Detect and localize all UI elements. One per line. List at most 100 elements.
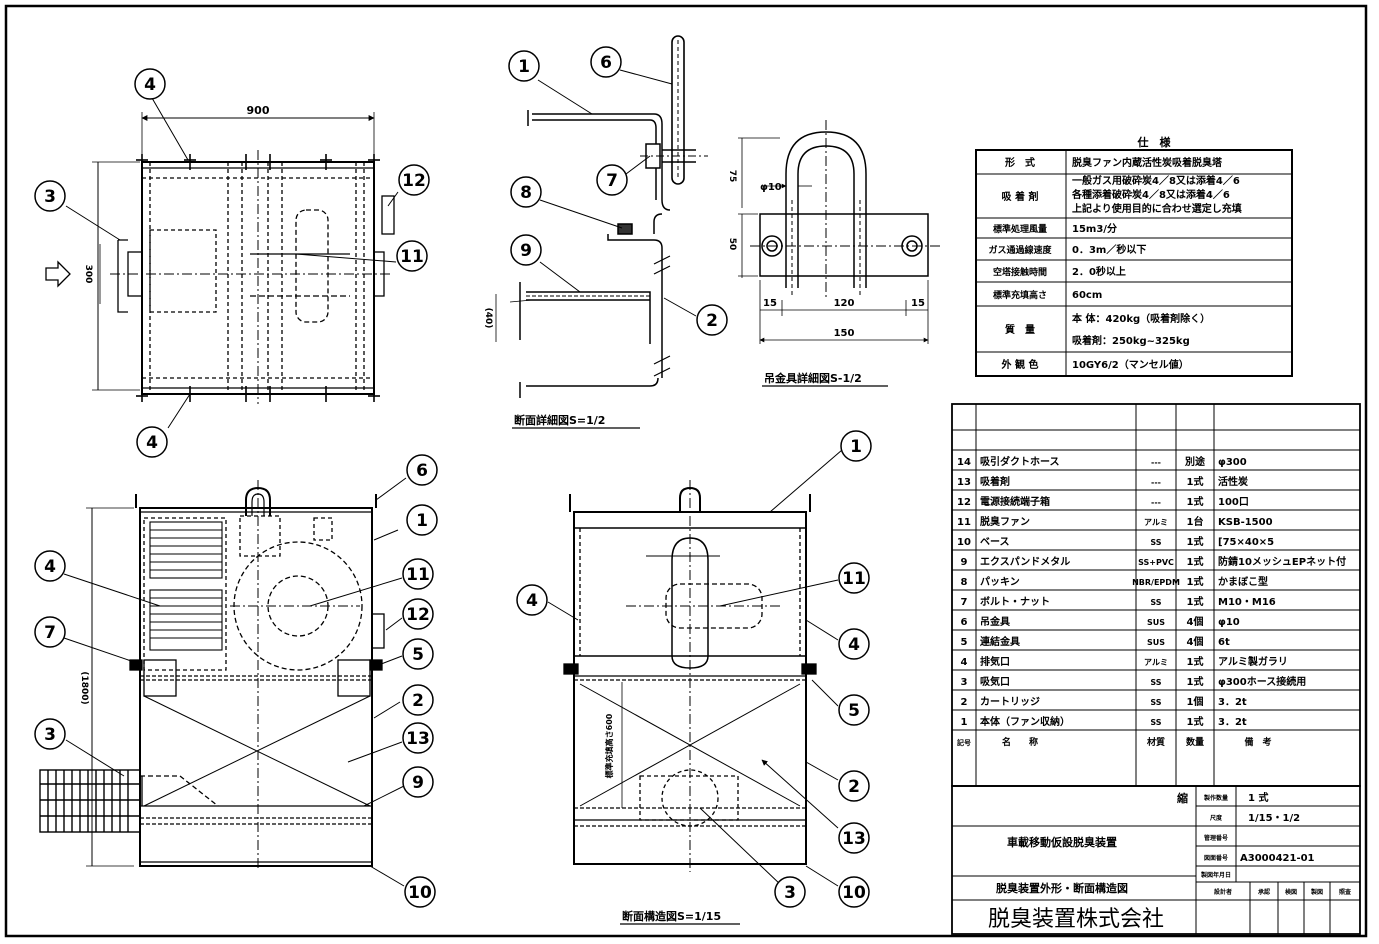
parts-cell-mat: SS+PVC	[1138, 558, 1174, 567]
svg-text:2: 2	[706, 311, 718, 331]
parts-cell-no: 3	[961, 677, 968, 688]
svg-text:1: 1	[518, 57, 530, 77]
parts-cell-no: 9	[961, 557, 968, 568]
svg-text:13: 13	[406, 729, 430, 749]
parts-cell-note: M10・M16	[1218, 597, 1276, 608]
parts-cell-mat: アルミ	[1144, 518, 1168, 527]
spec-value-velocity: 0．3m／秒以下	[1072, 243, 1146, 256]
balloon-6-front: 6	[406, 454, 438, 486]
spec-label-velocity: ガス通過線速度	[988, 244, 1052, 256]
svg-text:11: 11	[842, 569, 866, 589]
svg-text:4: 4	[44, 557, 56, 577]
parts-cell-no: 11	[957, 517, 971, 528]
parts-cell-name: 吸気口	[980, 675, 1010, 688]
balloon-8-detail: 8	[510, 176, 542, 208]
balloon-5-section: 5	[838, 694, 870, 726]
parts-cell-qty: 4個	[1187, 635, 1204, 648]
dim-15b: 15	[911, 298, 925, 309]
svg-text:13: 13	[842, 829, 866, 849]
parts-cell-no: 2	[961, 697, 968, 708]
spec-label-airflow: 標準処理風量	[993, 223, 1047, 235]
parts-header-mat: 材質	[1146, 736, 1165, 748]
dim-75: 75	[727, 170, 737, 183]
spec-label-mass: 質 量	[1005, 323, 1035, 336]
parts-cell-mat: SS	[1150, 718, 1161, 727]
parts-cell-name: 本体（ファン収納）	[980, 715, 1070, 728]
dim-50: 50	[727, 238, 737, 251]
spec-label-adsorbent: 吸 着 剤	[1002, 190, 1039, 203]
parts-cell-name: 排気口	[980, 655, 1010, 668]
svg-text:10: 10	[408, 883, 432, 903]
balloon-11-front: 11	[402, 558, 434, 590]
sign-draft: 製図	[1310, 888, 1323, 896]
parts-cell-qty: 別途	[1184, 455, 1206, 468]
balloon-13-section: 13	[838, 822, 870, 854]
spec-value-color: 10GY6/2（マンセル値）	[1072, 358, 1189, 371]
parts-cell-mat: NBR/EPDM	[1132, 578, 1180, 587]
balloon-10-front: 10	[404, 876, 436, 908]
svg-text:4: 4	[848, 635, 860, 655]
balloon-11-section: 11	[838, 562, 870, 594]
drawing-title: 脱臭装置外形・断面構造図	[996, 881, 1128, 895]
parts-cell-no: 10	[957, 537, 971, 548]
balloon-3-front: 3	[34, 718, 66, 750]
sheet-border	[4, 4, 1368, 938]
parts-cell-qty: 1式	[1187, 595, 1204, 608]
parts-cell-mat: SS	[1150, 698, 1161, 707]
svg-text:4: 4	[146, 433, 158, 453]
parts-cell-note: [75×40×5	[1218, 537, 1274, 548]
parts-cell-note: 3．2t	[1218, 697, 1247, 708]
dim-phi10: φ10	[760, 182, 782, 193]
balloon-1-section: 1	[840, 430, 872, 462]
scale-label: 尺度	[1210, 814, 1223, 822]
parts-cell-name: 脱臭ファン	[980, 515, 1030, 528]
parts-header-no: 記号	[957, 738, 971, 747]
sign-check: 検図	[1285, 888, 1297, 896]
parts-cell-no: 7	[961, 597, 968, 608]
dim-150: 150	[834, 328, 855, 339]
parts-cell-name: パッキン	[980, 576, 1020, 588]
parts-cell-qty: 1式	[1187, 575, 1204, 588]
spec-value-type: 脱臭ファン内蔵活性炭吸着脱臭塔	[1072, 156, 1223, 169]
parts-cell-note: かまぼこ型	[1218, 575, 1268, 588]
section-detail-label: 断面詳細図S=1/2	[514, 413, 605, 427]
svg-text:9: 9	[520, 241, 532, 261]
dim-fill-600: 標準充填高さ600	[604, 713, 614, 778]
dim-120: 120	[834, 298, 855, 309]
parts-cell-name: 連結金具	[980, 635, 1020, 648]
svg-text:11: 11	[400, 247, 424, 267]
balloon-2-detail: 2	[696, 304, 728, 336]
title-block: 縮 製作数量 1 式 尺度 1/15・1/2 管理番号 図面番号 A300042…	[951, 785, 1361, 935]
svg-text:4: 4	[144, 75, 156, 95]
balloon-9-front: 9	[402, 766, 434, 798]
scale-value: 1/15・1/2	[1248, 813, 1300, 824]
svg-text:5: 5	[848, 701, 860, 721]
parts-header-note: 備 考	[1244, 736, 1271, 748]
balloon-1-detail: 1	[508, 50, 540, 82]
parts-cell-qty: 1式	[1187, 535, 1204, 548]
svg-text:4: 4	[526, 591, 538, 611]
leader-lines	[63, 69, 843, 887]
dim-300: 300	[83, 265, 93, 284]
drawing-no-value: A3000421-01	[1240, 853, 1315, 864]
spec-value-airflow: 15m3/分	[1072, 222, 1117, 235]
parts-cell-no: 8	[961, 577, 968, 588]
balloon-11-top: 11	[396, 240, 428, 272]
spec-label-fill: 標準充填高さ	[993, 289, 1047, 301]
spec-label-contact: 空塔接触時間	[993, 266, 1047, 278]
balloon-12-front: 12	[402, 598, 434, 630]
parts-cell-mat: SS	[1150, 678, 1161, 687]
dim-900: 900	[247, 104, 270, 117]
sign-review: 照査	[1339, 888, 1351, 896]
svg-text:2: 2	[412, 691, 424, 711]
balloon-3-top: 3	[34, 180, 66, 212]
balloon-6-detail: 6	[590, 46, 622, 78]
sign-approve: 承認	[1258, 888, 1270, 896]
spec-table: 仕 様 形 式 脱臭ファン内蔵活性炭吸着脱臭塔 吸 着 剤 一般ガス用破砕炭4／…	[975, 135, 1293, 377]
parts-cell-note: φ10	[1218, 617, 1240, 628]
parts-cell-note: 3．2t	[1218, 717, 1247, 728]
parts-cell-qty: 1台	[1187, 515, 1204, 528]
balloons: 4 3 12 11 4 1 6 7 8 9 2 6 1 4 11 12 7 5 …	[34, 46, 872, 908]
